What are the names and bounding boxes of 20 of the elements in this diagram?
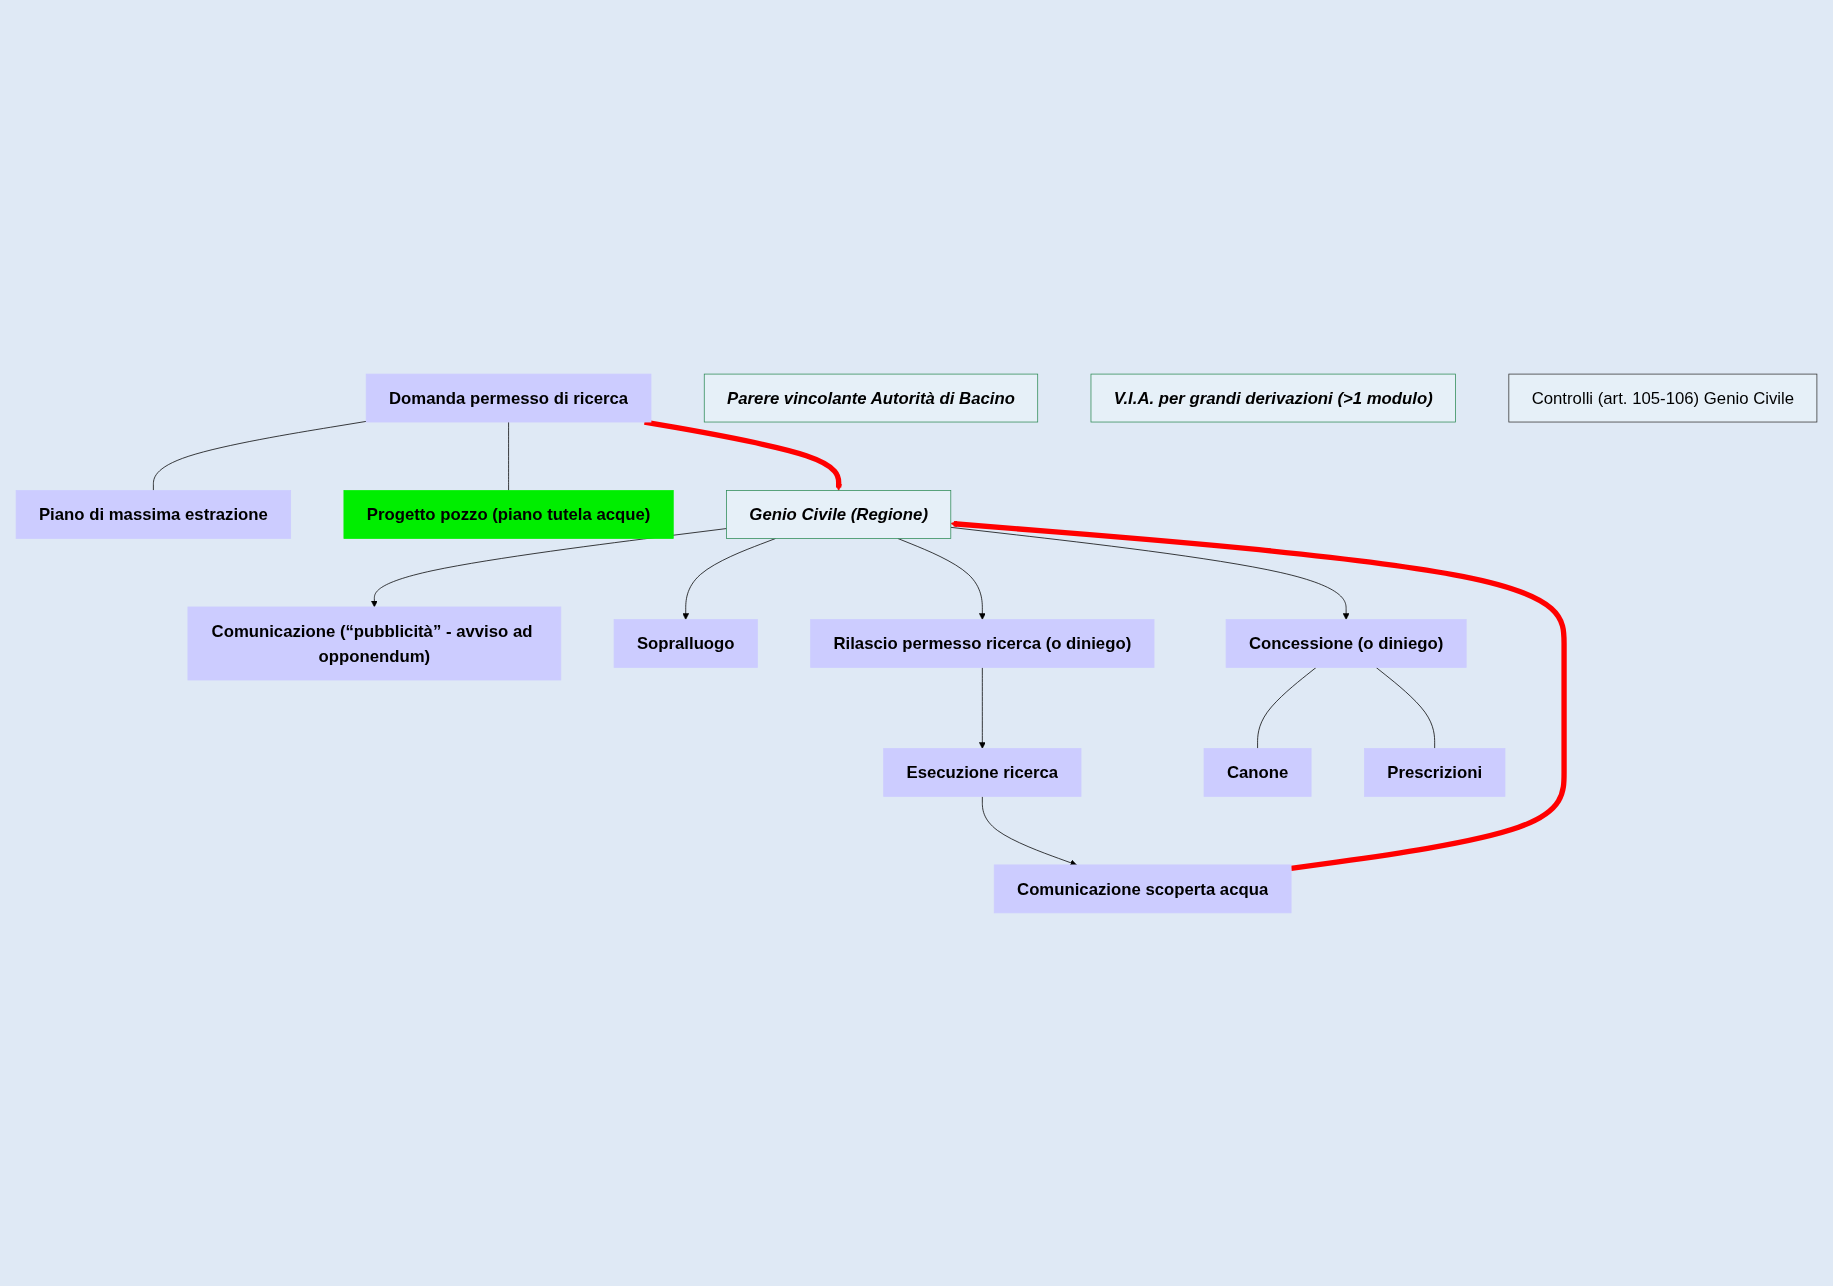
node-box: Domanda permesso di ricerca [365,373,652,422]
node-box: Canone [1203,747,1312,797]
connector [508,421,509,491]
node-box: Rilascio permesso ricerca (o diniego) [810,618,1155,668]
node-box: V.I.A. per grandi derivazioni (>1 modulo) [1090,373,1456,422]
node-box: Genio Civile (Regione) [726,489,952,539]
connector [1257,666,1317,749]
node-box: Sopralluogo [613,618,758,668]
node-box: Comunicazione (“pubblicità” - avviso ad opponendum) [187,606,562,680]
node-box: Controlli (art. 105-106) Genio Civile [1508,373,1818,422]
node-box: Prescrizioni [1364,747,1506,797]
connector [1375,666,1436,749]
node-box: Concessione (o diniego) [1225,618,1467,668]
node-box: Comunicazione scoperta acqua [993,864,1292,913]
node-box: Parere vincolante Autorità di Bacino [703,373,1039,422]
connector [153,420,367,491]
arrow [644,418,842,491]
node-box: Piano di massima estrazione [15,489,292,539]
node-box: Esecuzione ricerca [883,747,1082,797]
node-box: Progetto pozzo (piano tutela acque) [343,489,674,539]
